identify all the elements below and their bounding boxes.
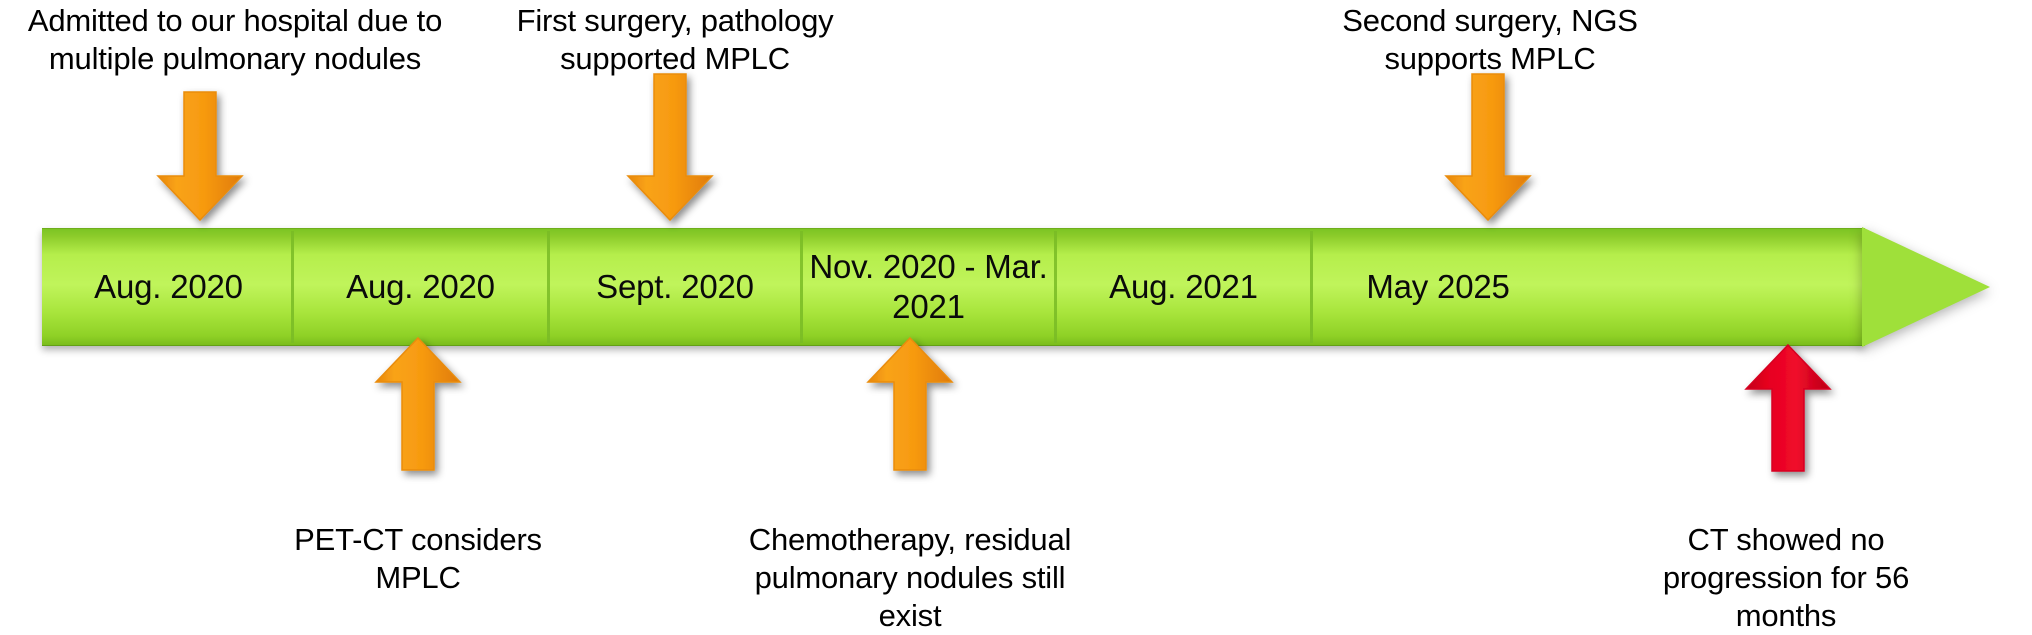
timeline-segment-5[interactable]: Aug. 2021 — [1109, 268, 1258, 305]
annotation-bottom-label-2: Chemotherapy, residual pulmonary nodules… — [748, 522, 1072, 633]
annotation-bottom-label-3: CT showed no progression for 56 months — [1662, 522, 1910, 633]
timeline-segment-3[interactable]: Sept. 2020 — [596, 268, 754, 305]
timeline-divider-5 — [1310, 231, 1313, 343]
up-arrow-orange-icon-1 — [368, 336, 468, 476]
down-arrow-orange-icon-1 — [150, 91, 250, 232]
down-arrow-orange-icon-2 — [620, 73, 720, 232]
up-arrow-orange-icon-2 — [860, 336, 960, 476]
timeline-divider-2 — [547, 231, 550, 343]
timeline-bar: Aug. 2020 Aug. 2020 Sept. 2020 Nov. 2020… — [42, 227, 1990, 347]
timeline-divider-1 — [291, 231, 294, 343]
down-arrow-orange-icon-3 — [1438, 73, 1538, 232]
timeline-bar-body — [42, 228, 1865, 346]
annotation-top-label-3: Second surgery, NGS supports MPLC — [1342, 3, 1638, 76]
annotation-top-label-2: First surgery, pathology supported MPLC — [516, 3, 834, 76]
timeline-segment-2[interactable]: Aug. 2020 — [346, 268, 495, 305]
timeline-segment-4[interactable]: Nov. 2020 - Mar. 2021 — [809, 248, 1048, 325]
annotation-bottom-label-1: PET-CT considers MPLC — [294, 522, 542, 595]
annotation-top-label-1: Admitted to our hospital due to multiple… — [27, 3, 443, 76]
timeline-divider-3 — [800, 231, 803, 343]
timeline-segment-6[interactable]: May 2025 — [1366, 268, 1510, 305]
timeline-segment-1[interactable]: Aug. 2020 — [94, 268, 243, 305]
timeline-arrowhead-icon — [1862, 227, 1990, 347]
timeline-divider-4 — [1054, 231, 1057, 343]
up-arrow-red-icon-1 — [1738, 343, 1838, 475]
